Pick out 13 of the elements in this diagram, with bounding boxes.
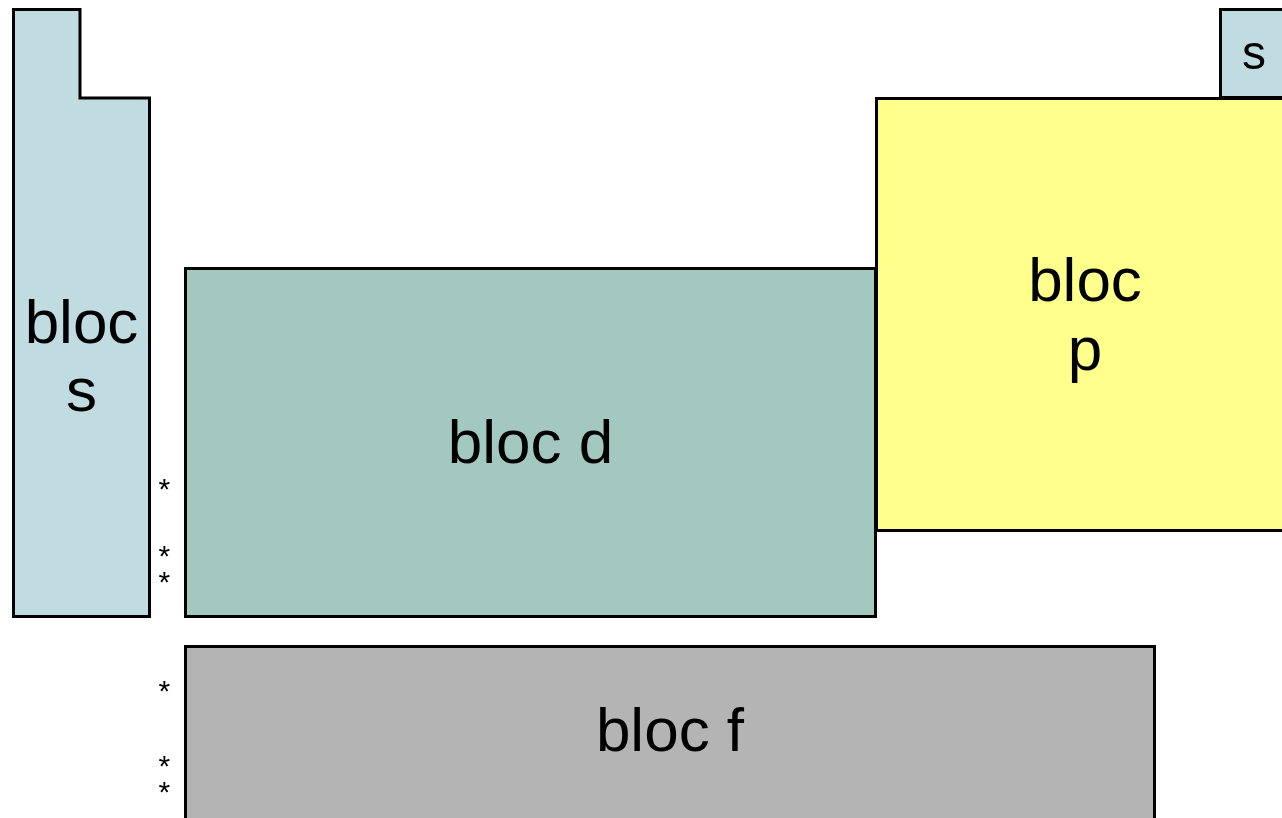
block-region — [1219, 8, 1282, 99]
block-label: bloc s — [23, 288, 140, 425]
block-label: bloc p — [1027, 246, 1143, 383]
block-region — [184, 645, 1156, 818]
block-label: bloc d — [447, 408, 614, 477]
block-label: bloc f — [595, 695, 745, 765]
footnote-mark: * * — [157, 753, 172, 805]
footnote-mark: * — [157, 476, 172, 502]
footnote-mark: * — [157, 678, 172, 704]
block-region — [184, 267, 877, 618]
block-label: s — [1242, 27, 1266, 80]
block-region — [875, 97, 1282, 532]
footnote-mark: * * — [157, 543, 172, 595]
